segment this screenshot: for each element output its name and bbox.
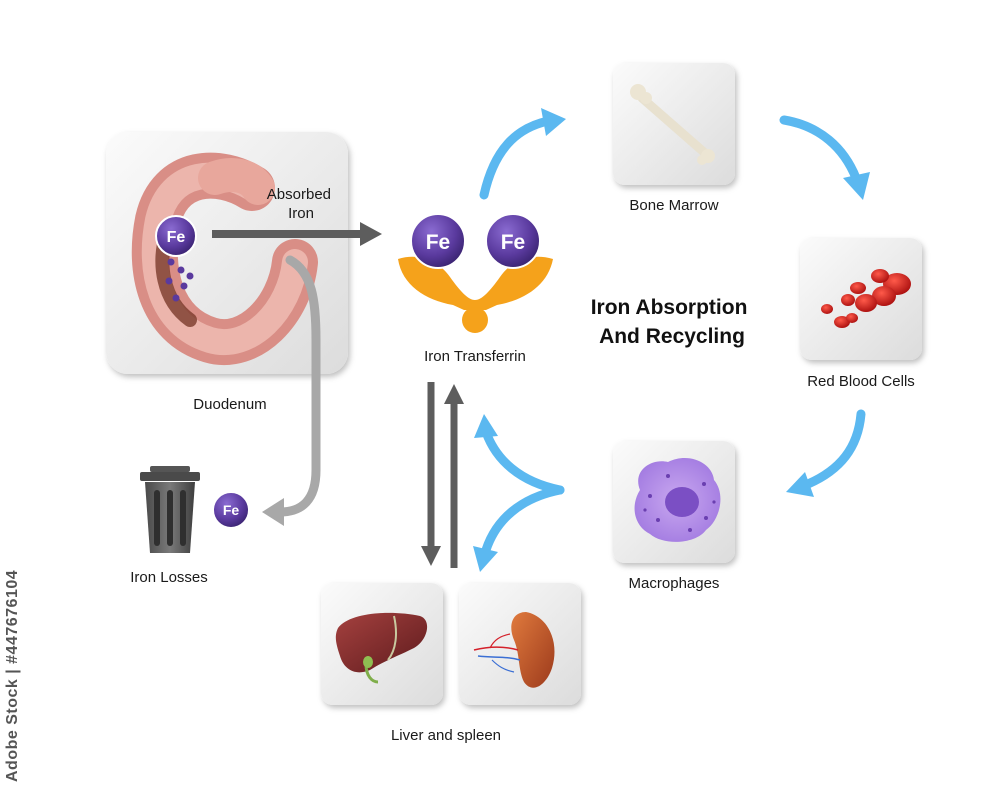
- flow-arrow-transferrin-to-bone-marrow: [479, 108, 566, 200]
- trash-can-icon: [140, 466, 200, 553]
- flow-arrow-bone-marrow-to-red-blood-cells: [779, 115, 870, 200]
- duodenum-label: Duodenum: [193, 396, 266, 413]
- fe-label: Fe: [223, 502, 240, 518]
- fe-ball-duodenum: Fe: [155, 215, 197, 257]
- liver-spleen-label: Liver and spleen: [391, 727, 501, 744]
- bone-icon: [630, 84, 715, 165]
- liver-icon: [335, 612, 428, 684]
- absorbed-iron-label: Absorbed Iron: [267, 186, 335, 222]
- fe-label: Fe: [167, 229, 186, 246]
- absorbed-iron-arrow: [212, 222, 382, 246]
- fe-ball-transferrin-right: Fe: [485, 213, 541, 269]
- flow-arrow-red-blood-cells-to-macrophages: [786, 409, 866, 497]
- exchange-arrow-down: [421, 382, 441, 566]
- transferrin-icon: [398, 256, 553, 333]
- macrophage-icon: [634, 458, 721, 542]
- spleen-icon: [473, 612, 555, 688]
- macrophages-label: Macrophages: [629, 575, 720, 592]
- red-blood-cells-icon: [821, 269, 911, 328]
- fe-ball-transferrin-left: Fe: [410, 213, 466, 269]
- fe-label: Fe: [426, 231, 451, 254]
- fe-label: Fe: [501, 231, 526, 254]
- diagram-title: Iron Absorption And Recycling: [591, 296, 754, 348]
- bone-marrow-label: Bone Marrow: [629, 197, 718, 214]
- iron-losses-label: Iron Losses: [130, 569, 208, 586]
- exchange-arrow-up: [444, 384, 464, 568]
- red-blood-cells-label: Red Blood Cells: [807, 373, 915, 390]
- iron-loss-arrow: [262, 255, 321, 526]
- flow-arrow-macrophages-to-transferrin: [474, 414, 565, 495]
- duodenum-icon: [131, 152, 318, 365]
- iron-transferrin-label: Iron Transferrin: [424, 348, 526, 365]
- flow-arrow-macrophages-to-liver-spleen: [473, 485, 565, 572]
- stock-id-watermark: Adobe Stock | #447676104: [4, 569, 21, 782]
- fe-ball-losses: Fe: [212, 491, 250, 529]
